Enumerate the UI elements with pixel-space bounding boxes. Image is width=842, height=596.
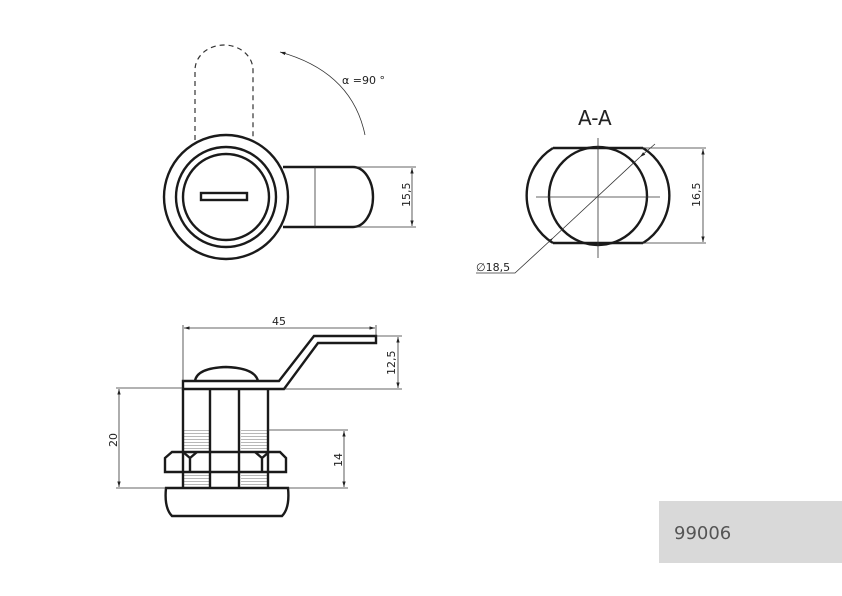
cam-offset-dim: 12,5 — [385, 351, 398, 376]
height-dim: 16,5 — [690, 183, 703, 208]
cam — [283, 165, 375, 229]
knob — [164, 486, 290, 518]
side-view: 45 12,5 20 14 — [107, 315, 402, 518]
thread-length-dim: 14 — [332, 453, 345, 467]
lock-outer-ring — [162, 133, 290, 261]
key-slot — [199, 191, 249, 202]
part-number-box: 99006 — [659, 501, 842, 563]
top-view: α =90 ° 15,5 — [162, 44, 416, 261]
body-length-dim: 20 — [107, 433, 120, 447]
rotated-cam-outline — [194, 44, 254, 140]
cam-plate — [181, 334, 378, 391]
length-dim: 45 — [272, 315, 286, 328]
rotation-arc — [279, 51, 366, 136]
angle-label: α =90 ° — [342, 74, 385, 87]
dome — [193, 365, 260, 382]
nut — [163, 450, 288, 474]
section-a-a: A-A 16,5 ∅18,5 — [476, 106, 706, 274]
diameter-dim: ∅18,5 — [476, 261, 510, 274]
section-title: A-A — [578, 106, 612, 130]
part-number: 99006 — [674, 523, 732, 544]
cam-width-dim: 15,5 — [400, 183, 413, 208]
